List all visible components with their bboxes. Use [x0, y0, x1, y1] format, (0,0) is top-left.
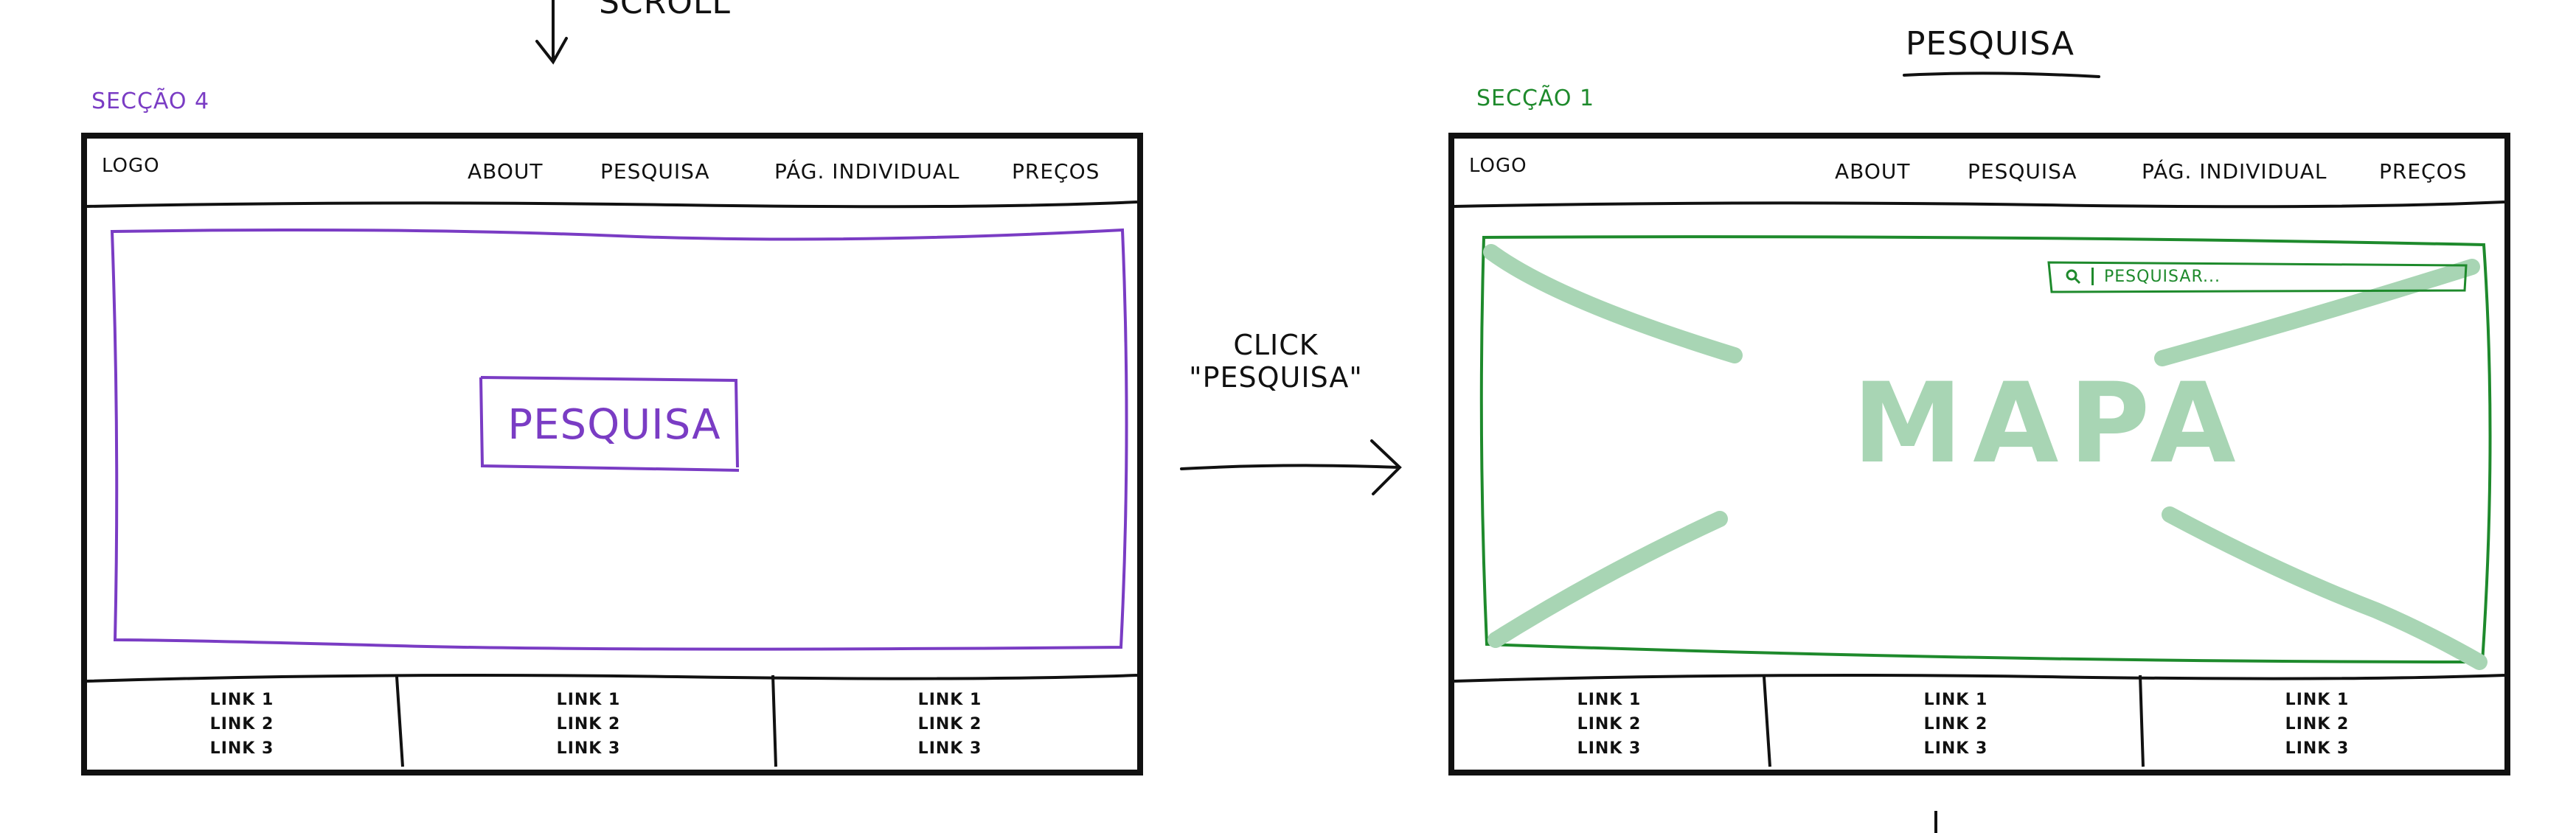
click-annotation-line-1: CLICK — [1233, 329, 1319, 361]
footer-link[interactable]: LINK 2 — [209, 714, 274, 733]
pesquisa-button[interactable]: PESQUISA — [485, 379, 743, 470]
footer-link[interactable]: LINK 2 — [1923, 714, 1988, 733]
nav-link-about[interactable]: ABOUT — [1835, 159, 1911, 184]
search-icon — [2066, 269, 2081, 285]
footer-column-1: LINK 1 LINK 2 LINK 3 — [131, 678, 353, 770]
right-page-title: PESQUISA — [1906, 25, 2075, 63]
footer-link[interactable]: LINK 3 — [2285, 739, 2350, 758]
footer-link[interactable]: LINK 1 — [2285, 690, 2350, 709]
search-placeholder: PESQUISAR... — [2104, 267, 2221, 286]
scroll-continuation-mark — [1934, 811, 1937, 833]
footer-link[interactable]: LINK 3 — [556, 739, 621, 758]
footer-column-3: LINK 1 LINK 2 LINK 3 — [839, 678, 1060, 770]
footer-link[interactable]: LINK 2 — [556, 714, 621, 733]
footer-column-2: LINK 1 LINK 2 LINK 3 — [1845, 678, 2066, 770]
nav-link-pag-individual[interactable]: PÁG. INDIVIDUAL — [2142, 159, 2327, 184]
page-title-underline — [1903, 72, 2100, 78]
footer-link[interactable]: LINK 3 — [917, 739, 982, 758]
right-wireframe-screen: LOGO ABOUT PESQUISA PÁG. INDIVIDUAL PREÇ… — [1448, 133, 2510, 776]
footer-link[interactable]: LINK 2 — [1577, 714, 1642, 733]
nav-logo: LOGO — [102, 155, 160, 177]
header-divider — [87, 201, 1137, 209]
nav-link-about[interactable]: ABOUT — [468, 159, 544, 184]
search-field-outline — [2047, 261, 2468, 293]
transition-arrow — [1180, 439, 1402, 495]
scroll-arrow — [535, 0, 568, 65]
nav-link-precos[interactable]: PREÇOS — [1012, 159, 1100, 184]
section-label-left: SECÇÃO 4 — [91, 88, 210, 114]
nav-logo: LOGO — [1469, 155, 1527, 177]
scroll-annotation: SCROLL — [599, 0, 731, 21]
search-field[interactable]: PESQUISAR... — [2050, 262, 2463, 290]
footer-divider — [1454, 674, 2504, 767]
nav-link-pag-individual[interactable]: PÁG. INDIVIDUAL — [774, 159, 960, 184]
footer-column-2: LINK 1 LINK 2 LINK 3 — [478, 678, 699, 770]
nav-link-pesquisa[interactable]: PESQUISA — [600, 159, 710, 184]
nav-link-precos[interactable]: PREÇOS — [2379, 159, 2468, 184]
nav-link-pesquisa[interactable]: PESQUISA — [1968, 159, 2077, 184]
footer-divider — [87, 674, 1137, 767]
footer-link[interactable]: LINK 3 — [1577, 739, 1642, 758]
click-annotation-line-2: "PESQUISA" — [1189, 361, 1363, 394]
footer-column-3: LINK 1 LINK 2 LINK 3 — [2207, 678, 2428, 770]
footer-link[interactable]: LINK 1 — [1577, 690, 1642, 709]
footer-link[interactable]: LINK 3 — [209, 739, 274, 758]
section-label-right: SECÇÃO 1 — [1476, 86, 1595, 111]
footer-link[interactable]: LINK 2 — [917, 714, 982, 733]
footer: LINK 1 LINK 2 LINK 3 LINK 1 LINK 2 LINK … — [1454, 674, 2504, 770]
header-divider — [1454, 201, 2504, 209]
footer-link[interactable]: LINK 1 — [1923, 690, 1988, 709]
footer-link[interactable]: LINK 1 — [209, 690, 274, 709]
pesquisa-button-outline — [479, 376, 740, 472]
footer-column-1: LINK 1 LINK 2 LINK 3 — [1499, 678, 1720, 770]
footer-link[interactable]: LINK 2 — [2285, 714, 2350, 733]
footer: LINK 1 LINK 2 LINK 3 LINK 1 LINK 2 LINK … — [87, 674, 1137, 770]
footer-link[interactable]: LINK 1 — [556, 690, 621, 709]
section-4-content-box — [110, 228, 1128, 651]
footer-link[interactable]: LINK 1 — [917, 690, 982, 709]
click-annotation: CLICK "PESQUISA" — [1173, 329, 1379, 394]
left-wireframe-screen: LOGO ABOUT PESQUISA PÁG. INDIVIDUAL PREÇ… — [81, 133, 1143, 776]
footer-link[interactable]: LINK 3 — [1923, 739, 1988, 758]
map-placeholder: MAPA — [1853, 360, 2246, 488]
search-cursor — [2091, 268, 2094, 285]
section-1-content-box — [1479, 235, 2492, 670]
